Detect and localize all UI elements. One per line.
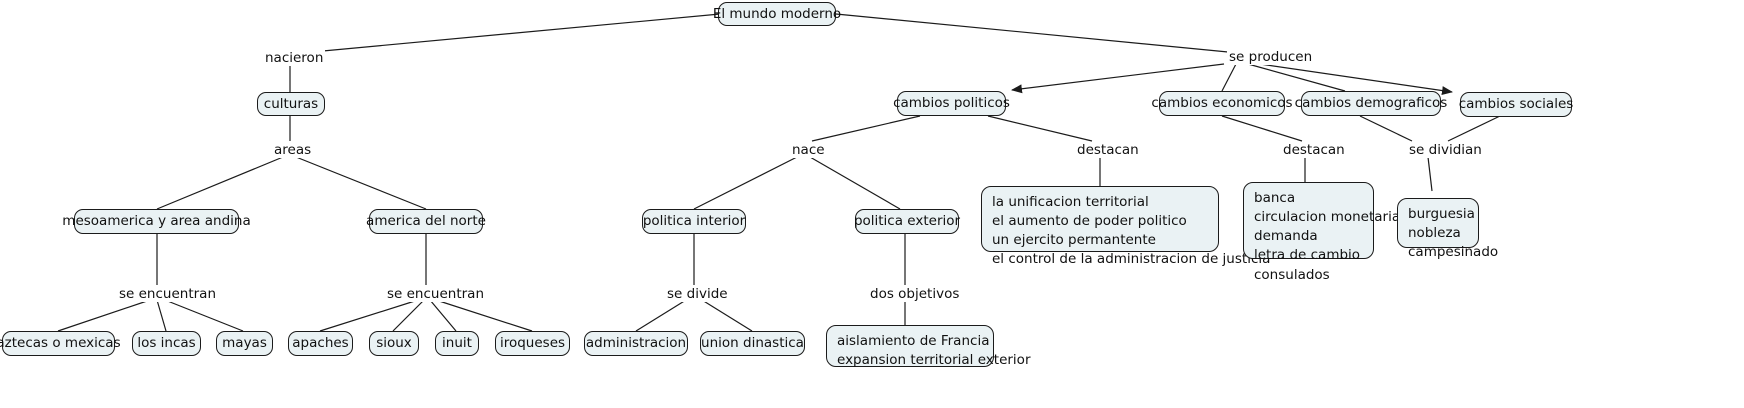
node-cambios-economicos[interactable]: cambios economicos [1151, 91, 1293, 116]
link-label-areas: areas [272, 142, 314, 159]
node-administracion[interactable]: administracion [584, 331, 688, 356]
node-union-dinastica[interactable]: union dinastica [700, 331, 805, 356]
node-sioux[interactable]: sioux [369, 331, 419, 356]
node-cambios-demograficos[interactable]: cambios demograficos [1295, 91, 1447, 116]
node-cambios-politicos[interactable]: cambios politicos [893, 91, 1010, 116]
link-label-se-encuentran-norte: se encuentran [385, 286, 487, 303]
link-label-se-producen: se producen [1227, 49, 1315, 66]
link-label-se-divide: se divide [665, 286, 730, 303]
node-iroqueses[interactable]: iroqueses [495, 331, 570, 356]
node-apaches[interactable]: apaches [288, 331, 353, 356]
link-label-se-dividian: se dividian [1407, 142, 1484, 159]
node-destacan-politicos-detalle[interactable]: la unificacion territorial el aumento de… [981, 186, 1270, 267]
link-label-destacan-economicos: destacan [1281, 142, 1347, 159]
node-root[interactable]: El mundo moderno [713, 2, 841, 26]
link-label-dos-objetivos: dos objetivos [868, 286, 962, 303]
node-mayas[interactable]: mayas [216, 331, 273, 356]
node-inuit[interactable]: inuit [435, 331, 479, 356]
node-politica-interior[interactable]: politica interior [642, 209, 746, 234]
node-dos-objetivos-detalle[interactable]: aislamiento de Francia expansion territo… [826, 325, 1031, 368]
node-aztecas-o-mexicas[interactable]: aztecas o mexicas [0, 331, 121, 356]
node-america-del-norte[interactable]: america del norte [366, 209, 486, 234]
link-label-nacieron: nacieron [263, 50, 326, 67]
node-culturas[interactable]: culturas [257, 92, 325, 116]
node-los-incas[interactable]: los incas [132, 331, 201, 356]
node-mesoamerica-area-andina[interactable]: mesoamerica y area andina [62, 209, 251, 234]
node-destacan-economicos-detalle[interactable]: banca circulacion monetaria demanda letr… [1243, 182, 1400, 283]
link-label-se-encuentran-mesoamerica: se encuentran [117, 286, 219, 303]
link-label-destacan-politicos: destacan [1075, 142, 1141, 159]
node-politica-exterior[interactable]: politica exterior [854, 209, 960, 234]
node-clases-sociales-detalle[interactable]: burguesia nobleza campesinado [1397, 198, 1498, 260]
node-cambios-sociales[interactable]: cambios sociales [1459, 92, 1573, 117]
link-label-nace: nace [790, 142, 827, 159]
